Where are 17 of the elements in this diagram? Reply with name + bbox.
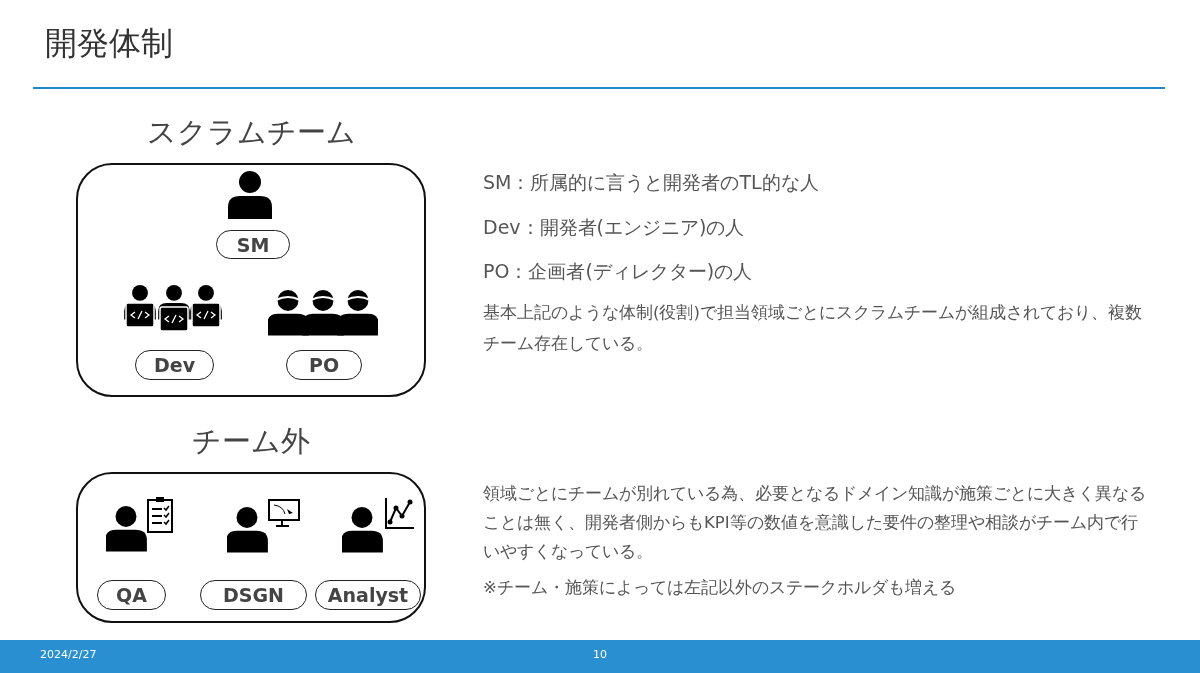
slide-date: 2024/2/27 [40, 648, 97, 661]
role-description: SM：所属的に言うと開発者のTL的な人 [483, 170, 819, 195]
slide-title: 開発体制 [45, 23, 173, 64]
role-description: Dev：開発者(エンジニア)の人 [483, 215, 745, 240]
role-label: QA [97, 580, 166, 610]
role-label: PO [286, 350, 362, 380]
role-label: Dev [135, 350, 214, 380]
body-paragraph: 領域ごとにチームが別れている為、必要となるドメイン知識が施策ごとに大きく異なることは無く、開発者側からもKPI等の数値を意識した要件の整理や相談がチーム内で行いやすくなっている。 [483, 483, 1147, 563]
body-paragraph: 基本上記のような体制(役割)で担当領域ごとにスクラムチームが組成されており、複数チーム存在している。 [483, 302, 1143, 355]
footnote: ※チーム・施策によっては左記以外のステークホルダも増える [483, 577, 956, 599]
role-label: DSGN [200, 580, 307, 610]
group-heading: チーム外 [191, 423, 311, 460]
role-label: Analyst [315, 580, 421, 610]
role-label: SM [216, 230, 290, 259]
group-heading: スクラムチーム [145, 114, 357, 151]
role-description: PO：企画者(ディレクター)の人 [483, 259, 753, 284]
page-number: 10 [593, 648, 607, 661]
